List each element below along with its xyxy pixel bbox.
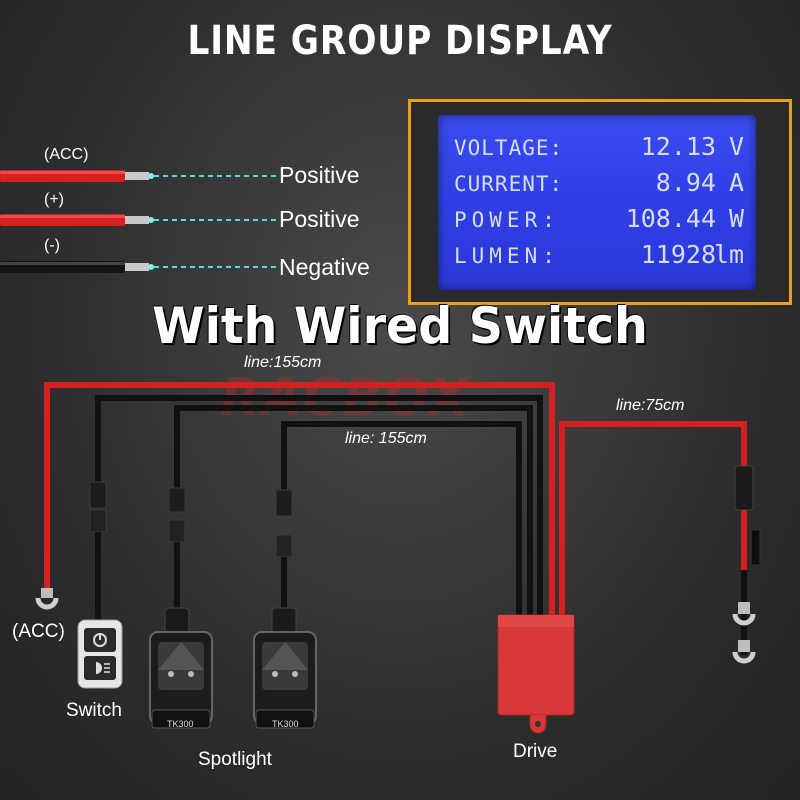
spotlight-2 — [253, 607, 317, 729]
page-title: LINE GROUP DISPLAY — [187, 18, 613, 64]
drive-box — [497, 614, 575, 734]
length-label-right: line:75cm — [616, 397, 685, 414]
spotlight-label: Spotlight — [198, 749, 272, 770]
wiring-harness — [35, 382, 761, 734]
switch-label: Switch — [66, 700, 122, 721]
drive-label: Drive — [513, 741, 558, 762]
spotlight-1-model: TK300 — [167, 719, 194, 729]
acc-red-wire — [44, 382, 555, 620]
positive-wire-tag: (+) — [44, 191, 64, 208]
spotlight1-black-wire — [174, 405, 533, 620]
spotlight-1 — [149, 607, 213, 729]
negative-wire-tag: (-) — [44, 237, 60, 254]
fuse-holder — [734, 465, 754, 511]
length-label-middle: line: 155cm — [345, 430, 427, 447]
switch-black-wire — [95, 395, 543, 620]
positive-wire-name: Positive — [279, 206, 360, 232]
acc-wire-tag: (ACC) — [44, 146, 89, 163]
lcd-row-lumen: LUMEN: 11928 lm — [454, 240, 744, 269]
acc-ring-terminal — [35, 588, 59, 610]
battery-terminal-positive — [732, 602, 756, 626]
length-label-top: line:155cm — [244, 354, 322, 371]
wired-switch — [77, 619, 123, 689]
spotlight2-black-wire — [281, 421, 522, 620]
lcd-row-power: POWER: 108.44 W — [454, 204, 744, 233]
spotlight-2-model: TK300 — [272, 719, 299, 729]
subtitle: With Wired Switch — [152, 297, 648, 355]
acc-wire-name: Positive — [279, 162, 360, 188]
battery-red-wire — [559, 421, 747, 620]
lcd-screen: VOLTAGE: 12.13 V CURRENT: 8.94 A POWER: … — [438, 115, 756, 290]
wire-samples — [0, 170, 276, 273]
acc-label: (ACC) — [12, 621, 65, 642]
negative-wire-name: Negative — [279, 254, 370, 280]
lcd-row-voltage: VOLTAGE: 12.13 V — [454, 132, 744, 161]
battery-terminal-negative — [732, 640, 756, 664]
lcd-row-current: CURRENT: 8.94 A — [454, 168, 744, 197]
